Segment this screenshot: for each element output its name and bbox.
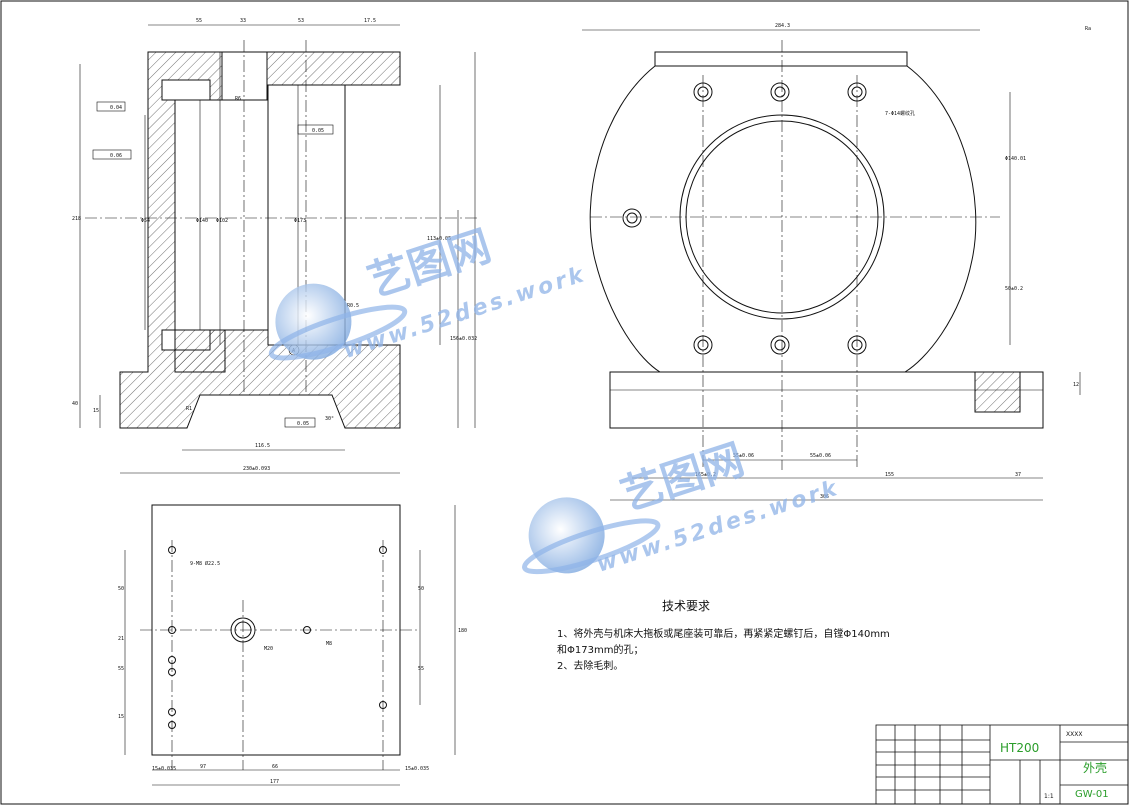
top-view: [124, 504, 456, 786]
dim-55-b: 55±0.06: [810, 453, 831, 459]
top-view-labels: 180 97 66 177 15±0.035 15±0.035 50 50 55…: [118, 560, 467, 785]
dim-12: 12: [1073, 382, 1079, 388]
title-block-text: HT200 外壳 GW-01 XXXX 1:1: [1000, 731, 1109, 800]
notes-heading: 技术要求: [662, 599, 710, 613]
base-plate: [609, 371, 1044, 429]
dim-165: 165±0.2: [695, 472, 716, 478]
dim-55-a: 55±0.06: [733, 453, 754, 459]
dim-116-5: 116.5: [255, 443, 270, 449]
dim-50-b: 50: [418, 586, 424, 592]
dim-edge-left: 15±0.035: [152, 766, 176, 772]
dim-phi140: Φ140: [196, 218, 208, 224]
dim-50-a: 50: [118, 586, 124, 592]
dim-phi102: Φ102: [216, 218, 228, 224]
watermark-brand-2: 艺图网: [615, 434, 750, 520]
tol-flatness-2: 0.05: [297, 421, 309, 427]
roughness-symbol: Ra: [1085, 26, 1091, 32]
watermark-lower: 艺图网 www.52des.work: [522, 434, 843, 578]
technical-notes: 技术要求 1、将外壳与机床大拖板或尾座装可靠后，再紧紧定螺钉后，自镗Φ140mm…: [557, 599, 890, 672]
top-flange: [654, 51, 908, 67]
part-name: 外壳: [1083, 761, 1107, 775]
watermark-brand: 艺图网: [362, 221, 497, 307]
dim-180: 180: [458, 628, 467, 634]
section-view: [79, 24, 480, 474]
dim-66: 66: [272, 764, 278, 770]
front-view-labels: 284.3 Ra 7-Φ14螺纹孔 Φ140.01 50±0.2 55±0.06…: [695, 23, 1091, 500]
note-line-2: 和Φ173mm的孔；: [557, 643, 643, 656]
dim-phi173: Φ173: [294, 218, 306, 224]
dim-97: 97: [200, 764, 206, 770]
mounting-holes: [168, 546, 387, 729]
dim-113: 113±0.05: [427, 236, 451, 242]
dim-r6: R6: [235, 96, 241, 102]
label-m20: M20: [264, 646, 273, 652]
dim-306: 306: [820, 494, 829, 500]
dim-r05: R0.5: [347, 303, 359, 309]
bolt-holes: [622, 82, 867, 355]
note-line-3: 2、去除毛刺。: [557, 659, 623, 672]
dim-phi54: Φ54: [141, 218, 150, 224]
dim-37: 37: [1015, 472, 1021, 478]
section-view-labels: 55 33 53 17.5 230±0.093 116.5 40 15 218 …: [72, 18, 477, 472]
dim-155: 155: [885, 472, 894, 478]
dim-284-3: 284.3: [775, 23, 790, 29]
dim-55-side: 55: [418, 666, 424, 672]
dim-33: 33: [240, 18, 246, 24]
dim-50: 50±0.2: [1005, 286, 1023, 292]
tol-runout-2: 0.05: [312, 128, 324, 134]
dim-angle: 30°: [325, 416, 334, 422]
note-line-1: 1、将外壳与机床大拖板或尾座装可靠后，再紧紧定螺钉后，自镗Φ140mm: [557, 627, 890, 640]
dim-40: 40: [72, 401, 78, 407]
tol-flatness: 0.04: [110, 105, 122, 111]
dim-phi140-01: Φ140.01: [1005, 156, 1026, 162]
dim-17-5: 17.5: [364, 18, 376, 24]
dim-156: 156±0.032: [450, 336, 477, 342]
drawing-number: GW-01: [1075, 789, 1109, 800]
label-m8: M8: [326, 641, 332, 647]
dim-53: 53: [298, 18, 304, 24]
dim-55-left: 55: [118, 666, 124, 672]
dim-r1: R1: [186, 406, 192, 412]
hole-callout: 7-Φ14螺纹孔: [885, 110, 915, 117]
dim-177: 177: [270, 779, 279, 785]
dim-218: 218: [72, 216, 81, 222]
dim-15: 15: [93, 408, 99, 414]
clamp-lug: [974, 371, 1021, 413]
scale-label: 1:1: [1044, 793, 1054, 800]
housing-outline: [589, 65, 977, 373]
dim-55: 55: [196, 18, 202, 24]
dim-230: 230±0.093: [243, 466, 270, 472]
material-label: HT200: [1000, 741, 1039, 755]
dim-edge-right: 15±0.035: [405, 766, 429, 772]
dim-15-left: 15: [118, 714, 124, 720]
tol-runout: 0.06: [110, 153, 122, 159]
hole-note: 9-M8 Ø22.5: [190, 560, 220, 567]
dim-21: 21: [118, 636, 124, 642]
front-view: [582, 29, 1081, 501]
code-label: XXXX: [1066, 731, 1082, 738]
title-block: [875, 724, 1129, 805]
